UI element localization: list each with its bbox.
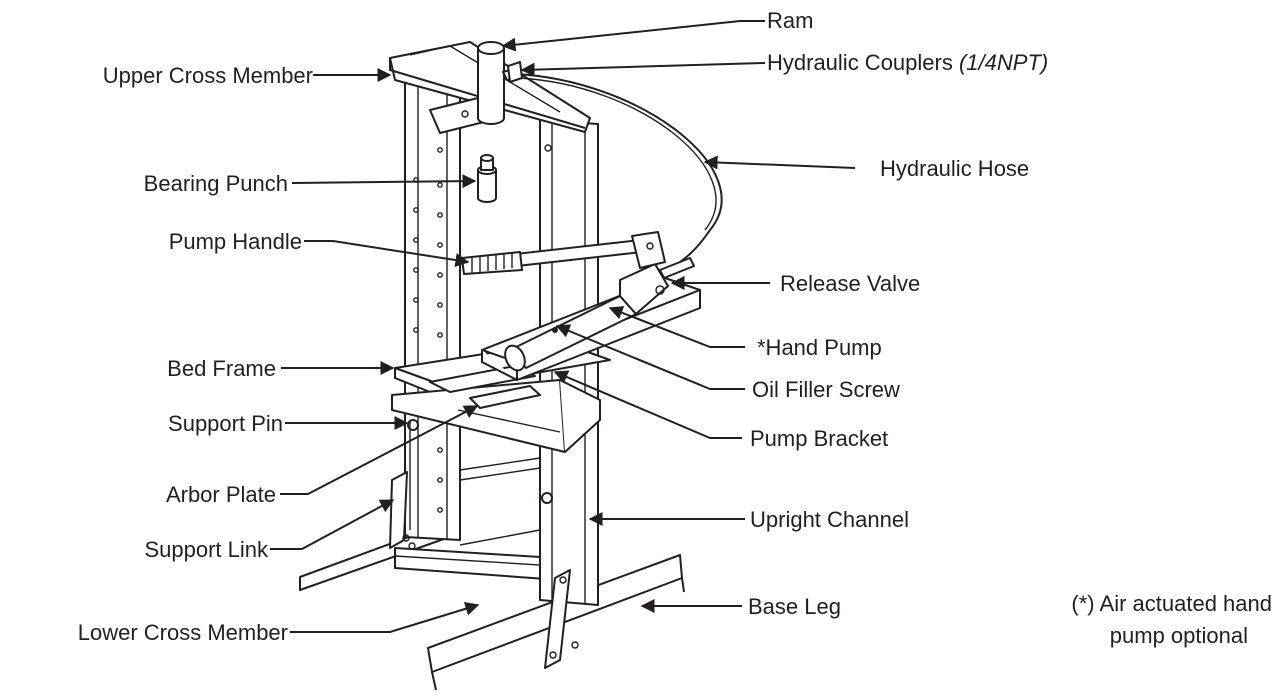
leader-lower-cross-member [290,602,480,633]
label-support-pin: Support Pin [168,411,283,436]
label-hydraulic-couplers: Hydraulic Couplers (1/4NPT) [767,50,1048,75]
label-hydraulic-hose: Hydraulic Hose [880,156,1029,181]
leader-support-link [270,499,395,550]
label-lower-cross-member: Lower Cross Member [78,620,288,645]
label-release-valve: Release Valve [780,271,920,296]
label-support-link: Support Link [144,537,269,562]
leader-hydraulic-couplers [520,62,766,77]
label-bed-frame: Bed Frame [167,356,276,381]
leader-ram [501,20,765,52]
adjustment-holes [413,147,443,513]
arbor-plate [429,365,541,409]
press-drawing [299,41,723,691]
leader-hydraulic-hose [703,155,856,170]
note-line-2: pump optional [1110,623,1248,648]
label-hydraulic-couplers-spec: (1/4NPT) [959,50,1048,75]
part-labels: Ram Hydraulic Couplers (1/4NPT) Upper Cr… [78,8,1049,645]
leader-lines [270,20,856,633]
label-upright-channel: Upright Channel [750,507,909,532]
label-hand-pump: *Hand Pump [757,335,882,360]
label-pump-handle: Pump Handle [169,229,302,254]
label-bearing-punch: Bearing Punch [144,171,288,196]
hydraulic-couplers [507,61,523,83]
pump-handle [461,231,666,275]
leader-hand-pump [608,306,745,348]
label-oil-filler-screw: Oil Filler Screw [752,377,900,402]
label-upper-cross-member: Upper Cross Member [103,63,313,88]
upright-channel-front [404,81,461,541]
inner-bracing [409,420,541,546]
bearing-punch [477,154,497,203]
leader-bearing-punch [291,174,477,189]
leader-arbor-plate [280,405,479,495]
label-base-leg: Base Leg [748,594,841,619]
leader-pump-handle [304,240,470,267]
optional-note: (*) Air actuated hand pump optional [1071,591,1272,648]
support-link [389,471,579,669]
leader-oil-filler-screw [555,324,745,390]
leader-pump-bracket [553,370,742,439]
label-pump-bracket: Pump Bracket [750,426,888,451]
label-ram: Ram [767,8,813,33]
label-arbor-plate: Arbor Plate [166,482,276,507]
hydraulic-hose [514,73,723,263]
ram-cylinder [477,41,516,125]
note-line-1: (*) Air actuated hand [1071,591,1272,616]
